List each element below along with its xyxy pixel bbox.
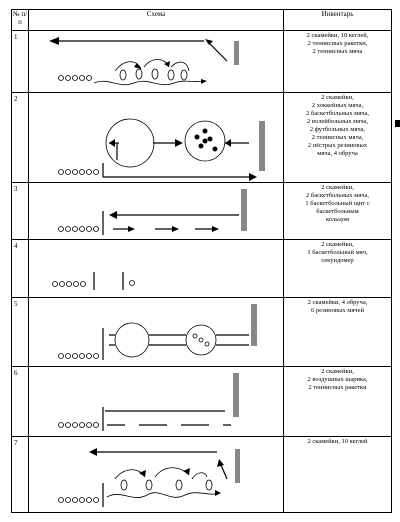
scheme-7-drawing xyxy=(58,447,240,507)
inventory-line: 2 скамейки, 10 кеглей xyxy=(307,437,368,445)
inventory-line: 6 резиновых мячей xyxy=(311,306,364,314)
inventory-line: 2 теннисных ракетки xyxy=(308,383,367,391)
table-row: 6 2 скамейки, 2 воздушных шарика, 2 тенн… xyxy=(11,365,392,437)
inventory-line: 2 пёстрых резиновых xyxy=(307,142,368,150)
inventory-cell: 2 скамейки, 2 баскетбольных мяча, 1 баск… xyxy=(283,182,392,241)
inventory-line: 2 баскетбольных мяча, xyxy=(306,110,369,118)
header-inventory: Инвентарь xyxy=(283,8,392,32)
inventory-line: 1 баскетбольный мяч, xyxy=(307,249,368,257)
inventory-line: кольцом xyxy=(326,216,349,224)
inventory-line: 2 скамейки, 4 обруча, xyxy=(307,298,368,306)
table-row: 1 xyxy=(11,30,392,94)
table-row: 7 xyxy=(11,435,392,514)
inventory-line: секундомер xyxy=(321,257,354,265)
inventory-cell: 2 скамейки, 1 баскетбольный мяч, секундо… xyxy=(283,239,392,298)
scheme-diagram-2 xyxy=(28,92,284,184)
inventory-line: мяча, 4 обруча xyxy=(317,150,358,158)
inventory-line: 2 скамейки, xyxy=(321,241,354,249)
scheme-diagram-7 xyxy=(28,435,284,514)
inventory-line: 2 футбольных мяча, xyxy=(309,126,366,134)
table-row: 2 xyxy=(11,92,392,184)
scheme-5-drawing xyxy=(58,303,257,360)
header-number: № п/п xyxy=(11,8,29,32)
row-number: 7 xyxy=(11,435,29,514)
scheme-diagram-5 xyxy=(28,296,284,367)
inventory-cell: 2 скамейки, 10 кеглей, 2 теннисных ракет… xyxy=(283,30,392,94)
inventory-line: 1 баскетбольный щит с xyxy=(305,200,370,208)
row-number: 4 xyxy=(11,239,29,298)
header-scheme: Схема xyxy=(28,8,284,32)
scheme-diagram-4 xyxy=(28,239,284,298)
inventory-line: 2 воздушных шарика, xyxy=(307,375,368,383)
inventory-line: 2 теннисных мяча, xyxy=(311,134,364,142)
scheme-diagram-6 xyxy=(28,365,284,437)
scheme-4-drawing xyxy=(52,272,135,291)
table-row: 3 2 скамейки, 2 баскетбольных xyxy=(11,182,392,241)
page-edge-mark xyxy=(395,120,400,127)
inventory-line: 2 волейбольных мяча, xyxy=(307,118,368,126)
row-number: 5 xyxy=(11,296,29,367)
row-number: 3 xyxy=(11,182,29,241)
inventory-line: 2 хоккейных мяча, xyxy=(311,102,364,110)
scheme-diagram-3 xyxy=(28,182,284,241)
scheme-3-drawing xyxy=(58,189,247,236)
inventory-line: 2 баскетбольных мяча, xyxy=(306,192,369,200)
inventory-cell: 2 скамейки, 2 хоккейных мяча, 2 баскетбо… xyxy=(283,92,392,184)
inventory-cell: 2 скамейки, 10 кеглей xyxy=(283,435,392,514)
table-row: 4 2 скамейки, 1 баскетбольный мяч, секун… xyxy=(11,239,392,298)
scheme-2-drawing xyxy=(58,118,265,182)
inventory-line: 2 скамейки, xyxy=(321,94,354,102)
inventory-line: баскетбольным xyxy=(316,208,359,216)
scheme-6-drawing xyxy=(58,372,239,431)
row-number: 2 xyxy=(11,92,29,184)
inventory-line: 2 скамейки, 10 кеглей, xyxy=(306,32,369,40)
row-number: 1 xyxy=(11,30,29,94)
table-row: 5 2 скамейки, 4 обру xyxy=(11,296,392,367)
table-header-row: № п/п Схема Инвентарь xyxy=(11,8,392,32)
inventory-line: 2 скамейки, xyxy=(321,367,354,375)
scheme-1-drawing xyxy=(49,37,239,86)
scheme-diagram-1 xyxy=(28,30,284,94)
inventory-cell: 2 скамейки, 2 воздушных шарика, 2 теннис… xyxy=(283,365,392,437)
inventory-line: 2 теннисных ракетки, xyxy=(307,40,368,48)
inventory-line: 2 скамейки, xyxy=(321,184,354,192)
row-number: 6 xyxy=(11,365,29,437)
exercise-table: № п/п Схема Инвентарь 1 xyxy=(11,8,392,514)
inventory-cell: 2 скамейки, 4 обруча, 6 резиновых мячей xyxy=(283,296,392,367)
inventory-line: 2 теннисных мяча xyxy=(312,48,363,56)
